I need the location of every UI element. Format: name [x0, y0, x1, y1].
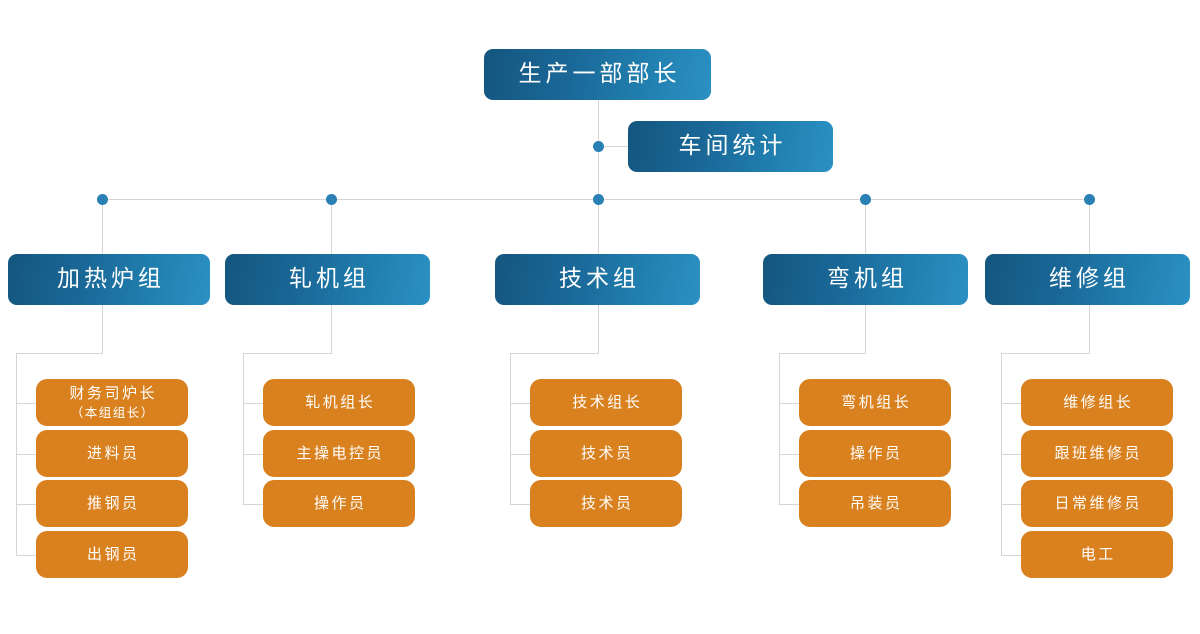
- node-group-maintenance-label: 维修组: [1049, 265, 1130, 292]
- node-group-heating-furnace[interactable]: 加热炉组: [8, 254, 210, 305]
- node-member-maintenance-3-label: 日常维修员: [1054, 493, 1142, 512]
- connector-col5-drop: [1089, 305, 1090, 353]
- node-member-maintenance-3[interactable]: 日常维修员: [1021, 480, 1173, 527]
- connector-col3-elbow: [510, 353, 599, 354]
- connector-col3-trunk: [510, 353, 511, 504]
- node-workshop-statistics[interactable]: 车间统计: [628, 121, 833, 172]
- connector-col2-stub-1: [243, 403, 264, 404]
- node-workshop-statistics-label: 车间统计: [678, 132, 787, 159]
- connector-col4-drop: [865, 305, 866, 353]
- connector-col3-stub-1: [510, 403, 531, 404]
- connector-col2-stub-3: [243, 504, 264, 505]
- node-member-rolling-3[interactable]: 操作员: [263, 480, 415, 527]
- node-member-heating-3-label: 推钢员: [86, 493, 140, 512]
- node-member-maintenance-2[interactable]: 跟班维修员: [1021, 430, 1173, 477]
- connector-col4-trunk: [779, 353, 780, 504]
- node-member-heating-1[interactable]: 财务司炉长 （本组组长）: [36, 379, 188, 426]
- node-member-bending-2-label: 操作员: [849, 443, 903, 462]
- node-member-heating-3[interactable]: 推钢员: [36, 480, 188, 527]
- connector-col3-drop: [598, 305, 599, 353]
- connector-dot-group-2: [326, 194, 337, 205]
- node-member-heating-4-label: 出钢员: [86, 544, 140, 563]
- connector-col4-stub-1: [779, 403, 800, 404]
- connector-col4-stub-3: [779, 504, 800, 505]
- connector-col2-elbow: [243, 353, 332, 354]
- node-member-bending-2[interactable]: 操作员: [799, 430, 951, 477]
- connector-col5-stub-4: [1001, 555, 1022, 556]
- connector-dot-group-3: [593, 194, 604, 205]
- connector-drop-group-5: [1089, 199, 1090, 255]
- connector-col2-drop: [331, 305, 332, 353]
- node-member-technical-3[interactable]: 技术员: [530, 480, 682, 527]
- node-member-technical-2[interactable]: 技术员: [530, 430, 682, 477]
- connector-col5-stub-1: [1001, 403, 1022, 404]
- node-member-rolling-2[interactable]: 主操电控员: [263, 430, 415, 477]
- node-member-maintenance-1[interactable]: 维修组长: [1021, 379, 1173, 426]
- connector-drop-group-2: [331, 199, 332, 255]
- node-member-bending-1-label: 弯机组长: [841, 392, 912, 411]
- connector-dot-staff-node: [593, 141, 604, 152]
- node-member-heating-2-label: 进料员: [86, 443, 140, 462]
- node-root-director[interactable]: 生产一部部长: [484, 49, 711, 100]
- node-group-rolling-mill-label: 轧机组: [289, 265, 370, 292]
- node-member-heating-2[interactable]: 进料员: [36, 430, 188, 477]
- node-group-heating-furnace-label: 加热炉组: [57, 265, 165, 292]
- node-group-technical-label: 技术组: [559, 265, 640, 292]
- node-member-technical-1-label: 技术组长: [572, 392, 643, 411]
- node-group-bending-machine[interactable]: 弯机组: [763, 254, 968, 305]
- connector-col1-stub-3: [16, 504, 37, 505]
- node-member-rolling-1[interactable]: 轧机组长: [263, 379, 415, 426]
- connector-col2-stub-2: [243, 454, 264, 455]
- connector-col5-elbow: [1001, 353, 1090, 354]
- node-member-rolling-3-label: 操作员: [313, 493, 367, 512]
- connector-drop-group-3: [598, 199, 599, 255]
- connector-col1-stub-1: [16, 403, 37, 404]
- connector-dot-group-4: [860, 194, 871, 205]
- node-member-rolling-1-label: 轧机组长: [305, 392, 376, 411]
- connector-col1-drop: [102, 305, 103, 353]
- connector-col3-stub-3: [510, 504, 531, 505]
- connector-col5-stub-3: [1001, 504, 1022, 505]
- node-member-maintenance-4-label: 电工: [1080, 544, 1116, 563]
- node-member-heating-4[interactable]: 出钢员: [36, 531, 188, 578]
- node-member-rolling-2-label: 主操电控员: [296, 443, 384, 462]
- node-member-maintenance-4[interactable]: 电工: [1021, 531, 1173, 578]
- node-member-technical-3-label: 技术员: [580, 493, 634, 512]
- node-root-director-label: 生产一部部长: [518, 60, 681, 87]
- connector-col5-stub-2: [1001, 454, 1022, 455]
- node-member-bending-3-label: 吊装员: [849, 493, 903, 512]
- connector-col1-stub-4: [16, 555, 37, 556]
- connector-col4-elbow: [779, 353, 866, 354]
- node-group-rolling-mill[interactable]: 轧机组: [225, 254, 430, 305]
- connector-to-staff-node: [598, 146, 630, 147]
- node-group-maintenance[interactable]: 维修组: [985, 254, 1190, 305]
- connector-col3-stub-2: [510, 454, 531, 455]
- node-member-technical-2-label: 技术员: [580, 443, 634, 462]
- connector-dot-group-5: [1084, 194, 1095, 205]
- node-member-heating-1-sublabel: （本组组长）: [70, 404, 155, 420]
- connector-col1-elbow: [16, 353, 103, 354]
- connector-col1-stub-2: [16, 454, 37, 455]
- node-member-maintenance-2-label: 跟班维修员: [1054, 443, 1142, 462]
- connector-col4-stub-2: [779, 454, 800, 455]
- node-group-bending-machine-label: 弯机组: [827, 265, 908, 292]
- node-member-bending-3[interactable]: 吊装员: [799, 480, 951, 527]
- connector-col2-trunk: [243, 353, 244, 504]
- connector-drop-group-1: [102, 199, 103, 255]
- node-member-heating-1-label: 财务司炉长: [69, 384, 157, 403]
- node-member-maintenance-1-label: 维修组长: [1063, 392, 1134, 411]
- node-group-technical[interactable]: 技术组: [495, 254, 700, 305]
- node-member-technical-1[interactable]: 技术组长: [530, 379, 682, 426]
- connector-dot-group-1: [97, 194, 108, 205]
- connector-drop-group-4: [865, 199, 866, 255]
- node-member-bending-1[interactable]: 弯机组长: [799, 379, 951, 426]
